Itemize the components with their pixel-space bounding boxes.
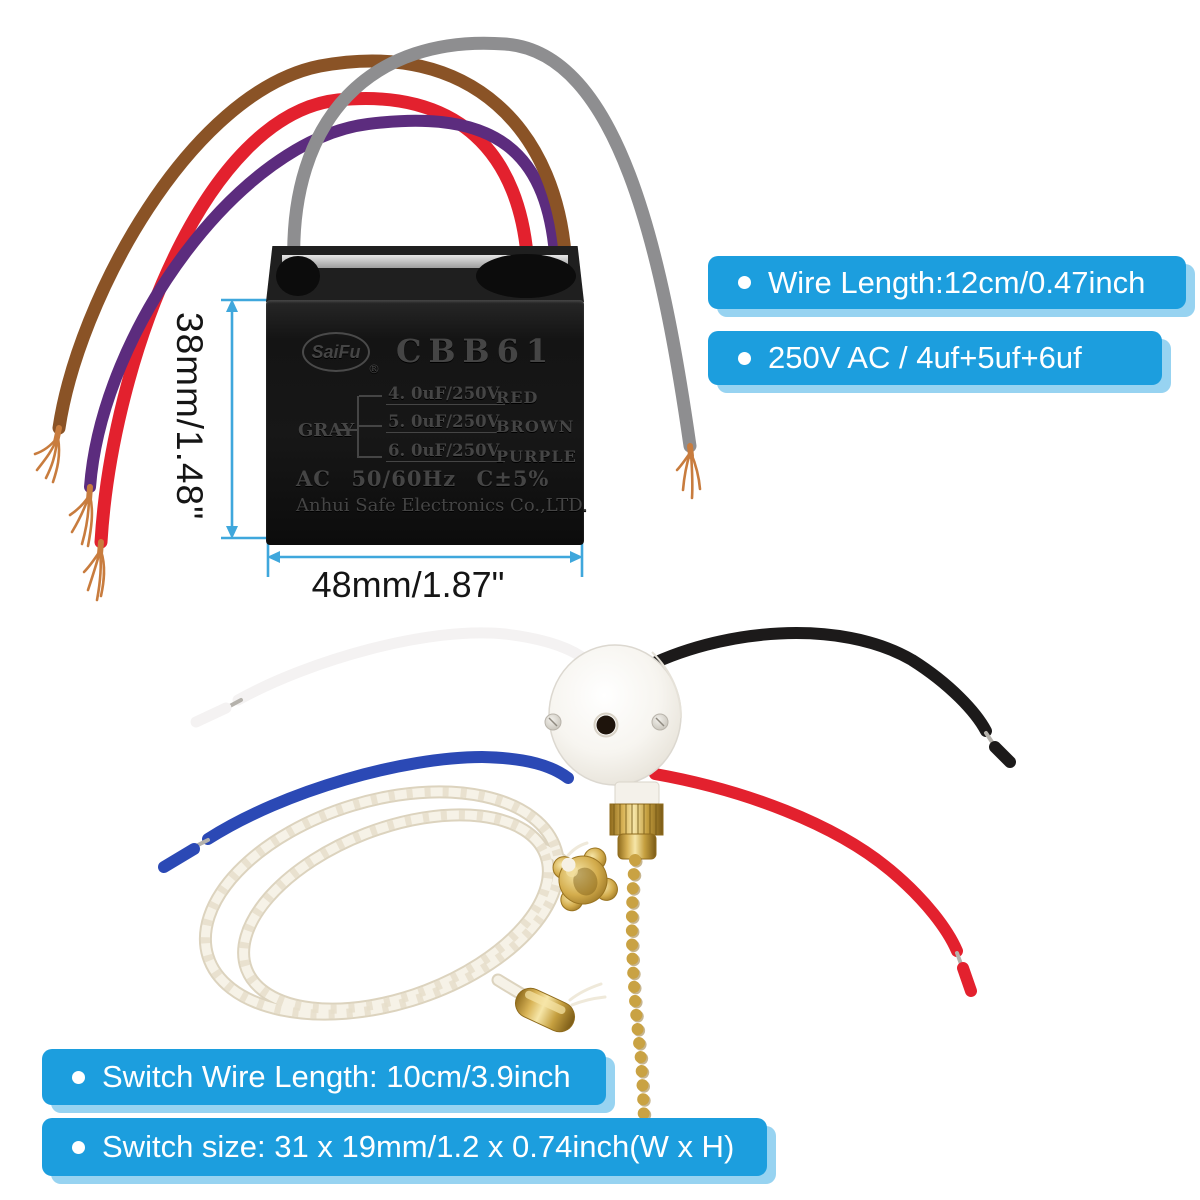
bullet-icon (738, 351, 751, 365)
nylon-cord (198, 785, 607, 1021)
rating-value-2: 5. 0uF/250V (386, 412, 506, 433)
frequency-tolerance-line: AC 50/60Hz C±5% (296, 466, 550, 491)
bell-ornament (552, 847, 618, 912)
blue-wire-sleeve (158, 843, 200, 873)
capacitor-top-face (266, 246, 584, 302)
wire-entry-right (476, 254, 576, 298)
switch-neck (614, 781, 660, 807)
capacitor-body: SaiFu ® CBB61 4. 0uF/250V 5. 0uF/250V 6.… (266, 300, 588, 545)
capacitor-wires (33, 36, 702, 602)
brown-wire-copper-end (33, 425, 62, 484)
black-wire-sleeve (989, 741, 1016, 768)
capacitor-gray-wire (287, 36, 697, 453)
red-wire-sleeve (957, 962, 977, 997)
capacitor-red-wire (94, 92, 535, 549)
rating-value-1: 4. 0uF/250V (386, 384, 506, 405)
pull-chain-switch-body (544, 644, 682, 786)
wire-label-red: RED (496, 388, 539, 407)
white-wire-sleeve (190, 702, 232, 728)
purple-wire-copper-end (68, 484, 94, 548)
model-number: CBB61 (396, 332, 556, 370)
brand-logo: SaiFu (302, 332, 370, 372)
switch-center-hole (596, 715, 616, 735)
capacitor-purple-wire (84, 114, 562, 493)
switch-stem (609, 781, 664, 860)
switch-wires (158, 627, 1016, 997)
capacitor-brown-wire (52, 54, 573, 435)
bullet-icon (738, 276, 751, 289)
width-dimension-label: 48mm/1.87" (311, 564, 505, 605)
wire-entry-left (276, 256, 320, 296)
knurled-nut (609, 803, 664, 836)
rating-value-3: 6. 0uF/250V (386, 441, 506, 462)
height-dimension-label: 38mm/1.48" (169, 312, 210, 521)
badge-wire-length-text: Wire Length:12cm/0.47inch (768, 264, 1146, 300)
bracket-stub-3 (359, 456, 382, 458)
badge-voltage-capacitance: 250V AC / 4uf+5uf+6uf (708, 331, 1162, 385)
registered-mark: ® (368, 362, 380, 376)
switch-red-wire (649, 768, 963, 957)
bullet-icon (72, 1070, 85, 1084)
bullet-icon (72, 1140, 85, 1154)
bracket-gray-link (338, 429, 357, 431)
manufacturer-line: Anhui Safe Electronics Co.,LTD. (296, 495, 588, 516)
badge-switch-size: Switch size: 31 x 19mm/1.2 x 0.74inch(W … (42, 1118, 767, 1176)
gray-wire-copper-end (675, 443, 702, 500)
bracket-stub-1 (359, 395, 382, 397)
switch-white-wire (232, 627, 600, 706)
pull-chain (625, 854, 652, 1138)
switch-blue-wire (202, 750, 574, 845)
switch-black-wire (634, 627, 992, 737)
badge-switch-wire-length-text: Switch Wire Length: 10cm/3.9inch (102, 1059, 571, 1094)
badge-voltage-capacitance-text: 250V AC / 4uf+5uf+6uf (768, 340, 1082, 375)
wire-label-purple: PURPLE (496, 447, 577, 466)
red-wire-copper-end (82, 539, 106, 602)
cord-end-cap (514, 987, 576, 1033)
wire-label-gray: GRAY (298, 420, 355, 441)
bracket-stub-2 (359, 425, 382, 427)
badge-wire-length: Wire Length:12cm/0.47inch (708, 256, 1186, 309)
wire-label-brown: BROWN (496, 417, 575, 436)
badge-switch-size-text: Switch size: 31 x 19mm/1.2 x 0.74inch(W … (102, 1129, 735, 1164)
schematic-bracket (357, 396, 359, 458)
badge-switch-wire-length: Switch Wire Length: 10cm/3.9inch (42, 1049, 606, 1105)
